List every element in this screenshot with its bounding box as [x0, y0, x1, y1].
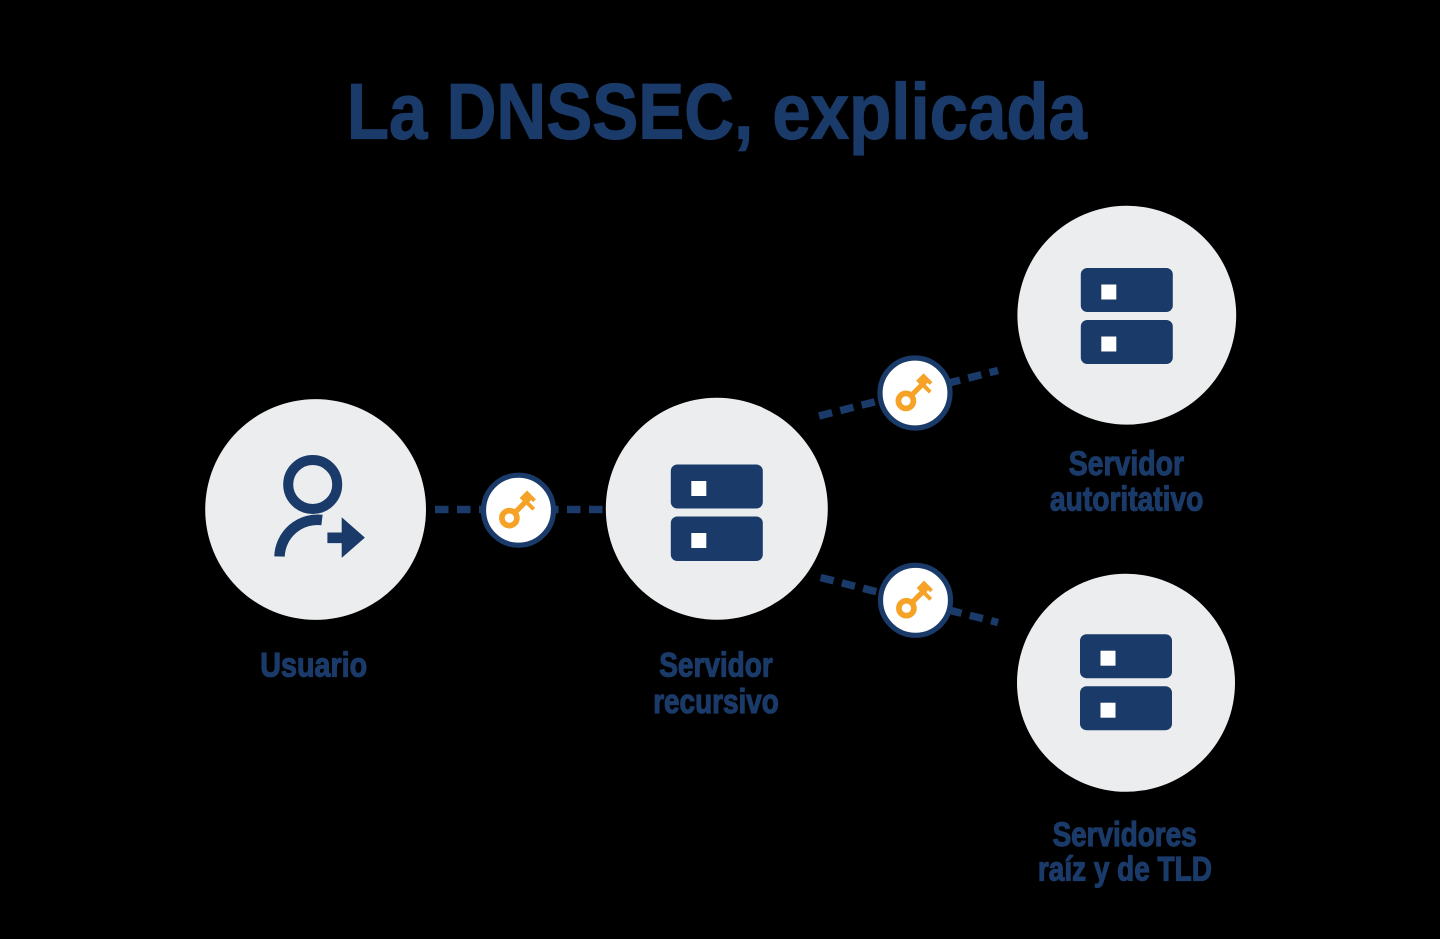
svg-text:La DNSSEC, explicada: La DNSSEC, explicada — [347, 67, 1088, 156]
svg-text:Servidor: Servidor — [659, 647, 773, 685]
svg-text:autoritativo: autoritativo — [1050, 481, 1203, 519]
svg-text:Usuario: Usuario — [260, 647, 367, 685]
svg-text:raíz y de TLD: raíz y de TLD — [1038, 851, 1212, 889]
svg-text:recursivo: recursivo — [653, 683, 779, 721]
svg-text:Servidor: Servidor — [1069, 445, 1184, 483]
svg-text:Servidores: Servidores — [1053, 816, 1197, 854]
